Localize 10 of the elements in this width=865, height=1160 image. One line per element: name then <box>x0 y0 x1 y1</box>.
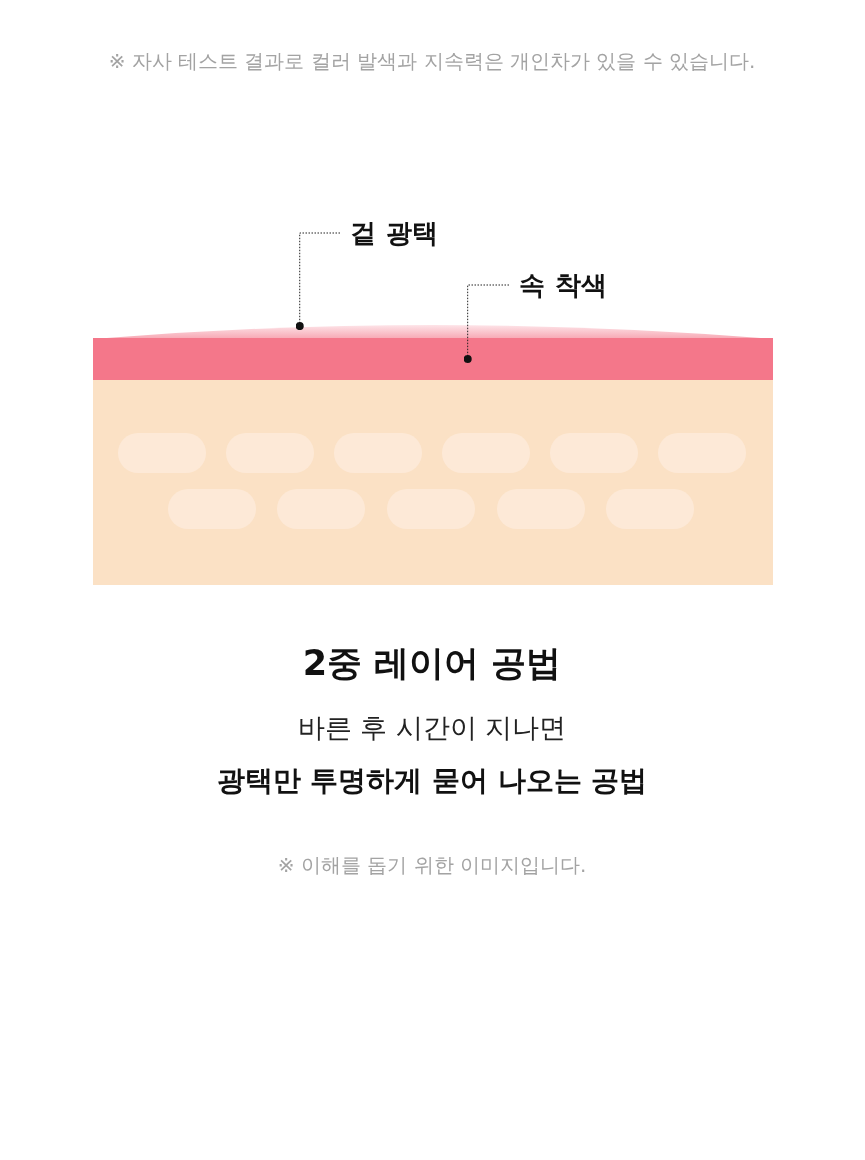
color-layer <box>93 338 773 380</box>
description-text: 광택만 투명하게 묻어 나오는 공법 <box>216 763 648 799</box>
layer-label: 속 착색 <box>513 266 613 304</box>
layer-label: 겉 광택 <box>344 214 444 252</box>
disclaimer-note: ※ 이해를 돕기 위한 이미지입니다. <box>277 852 587 879</box>
description-text: 바른 후 시간이 지나면 <box>297 711 567 745</box>
disclaimer-note: ※ 자사 테스트 결과로 컬러 발색과 지속력은 개인차가 있을 수 있습니다. <box>108 48 756 75</box>
heading: 2중 레이어 공법 <box>302 642 562 685</box>
leader-line <box>295 232 341 331</box>
leader-line <box>463 284 510 363</box>
